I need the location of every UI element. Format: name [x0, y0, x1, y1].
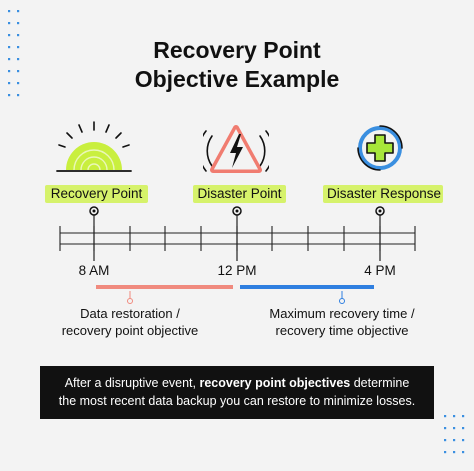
- summary-banner: After a disruptive event, recovery point…: [40, 366, 434, 419]
- rto-bar: [240, 285, 374, 289]
- timeline-axis: [59, 206, 416, 304]
- page-title: Recovery Point Objective Example: [0, 36, 474, 94]
- time-label-4pm: 4 PM: [364, 263, 396, 278]
- title-line-1: Recovery Point: [153, 37, 321, 63]
- rpo-description: Data restoration / recovery point object…: [50, 305, 210, 339]
- rpo-description-line-2: recovery point objective: [61, 323, 199, 338]
- banner-bold-text: recovery point objectives: [199, 376, 351, 390]
- rpo-bar: [96, 285, 233, 289]
- dot-grid-decoration: [444, 415, 465, 454]
- dot-grid-decoration: [8, 10, 20, 97]
- marker-disaster-point: [232, 206, 242, 261]
- sun-rising-icon: [56, 121, 132, 172]
- rpo-description-line-1: Data restoration /: [80, 306, 180, 321]
- time-label-12pm: 12 PM: [217, 263, 257, 278]
- disaster-response-label: Disaster Response: [323, 185, 443, 203]
- marker-recovery-point: [89, 206, 99, 261]
- warning-lightning-icon: [203, 125, 269, 173]
- time-label-8am: 8 AM: [78, 263, 110, 278]
- disaster-point-label: Disaster Point: [193, 185, 286, 203]
- recovery-point-label: Recovery Point: [45, 185, 148, 203]
- title-line-2: Objective Example: [134, 66, 340, 92]
- rto-description: Maximum recovery time / recovery time ob…: [262, 305, 422, 339]
- rto-description-line-2: recovery time objective: [275, 323, 409, 338]
- banner-line-2: the most recent data backup you can rest…: [58, 394, 416, 408]
- banner-text-start: After a disruptive event,: [64, 376, 200, 390]
- rto-description-line-1: Maximum recovery time /: [269, 306, 415, 321]
- marker-disaster-response: [375, 206, 385, 261]
- medical-cross-icon: [357, 125, 403, 171]
- banner-text-end: determine: [350, 376, 410, 390]
- banner-line-1: After a disruptive event, recovery point…: [40, 374, 434, 392]
